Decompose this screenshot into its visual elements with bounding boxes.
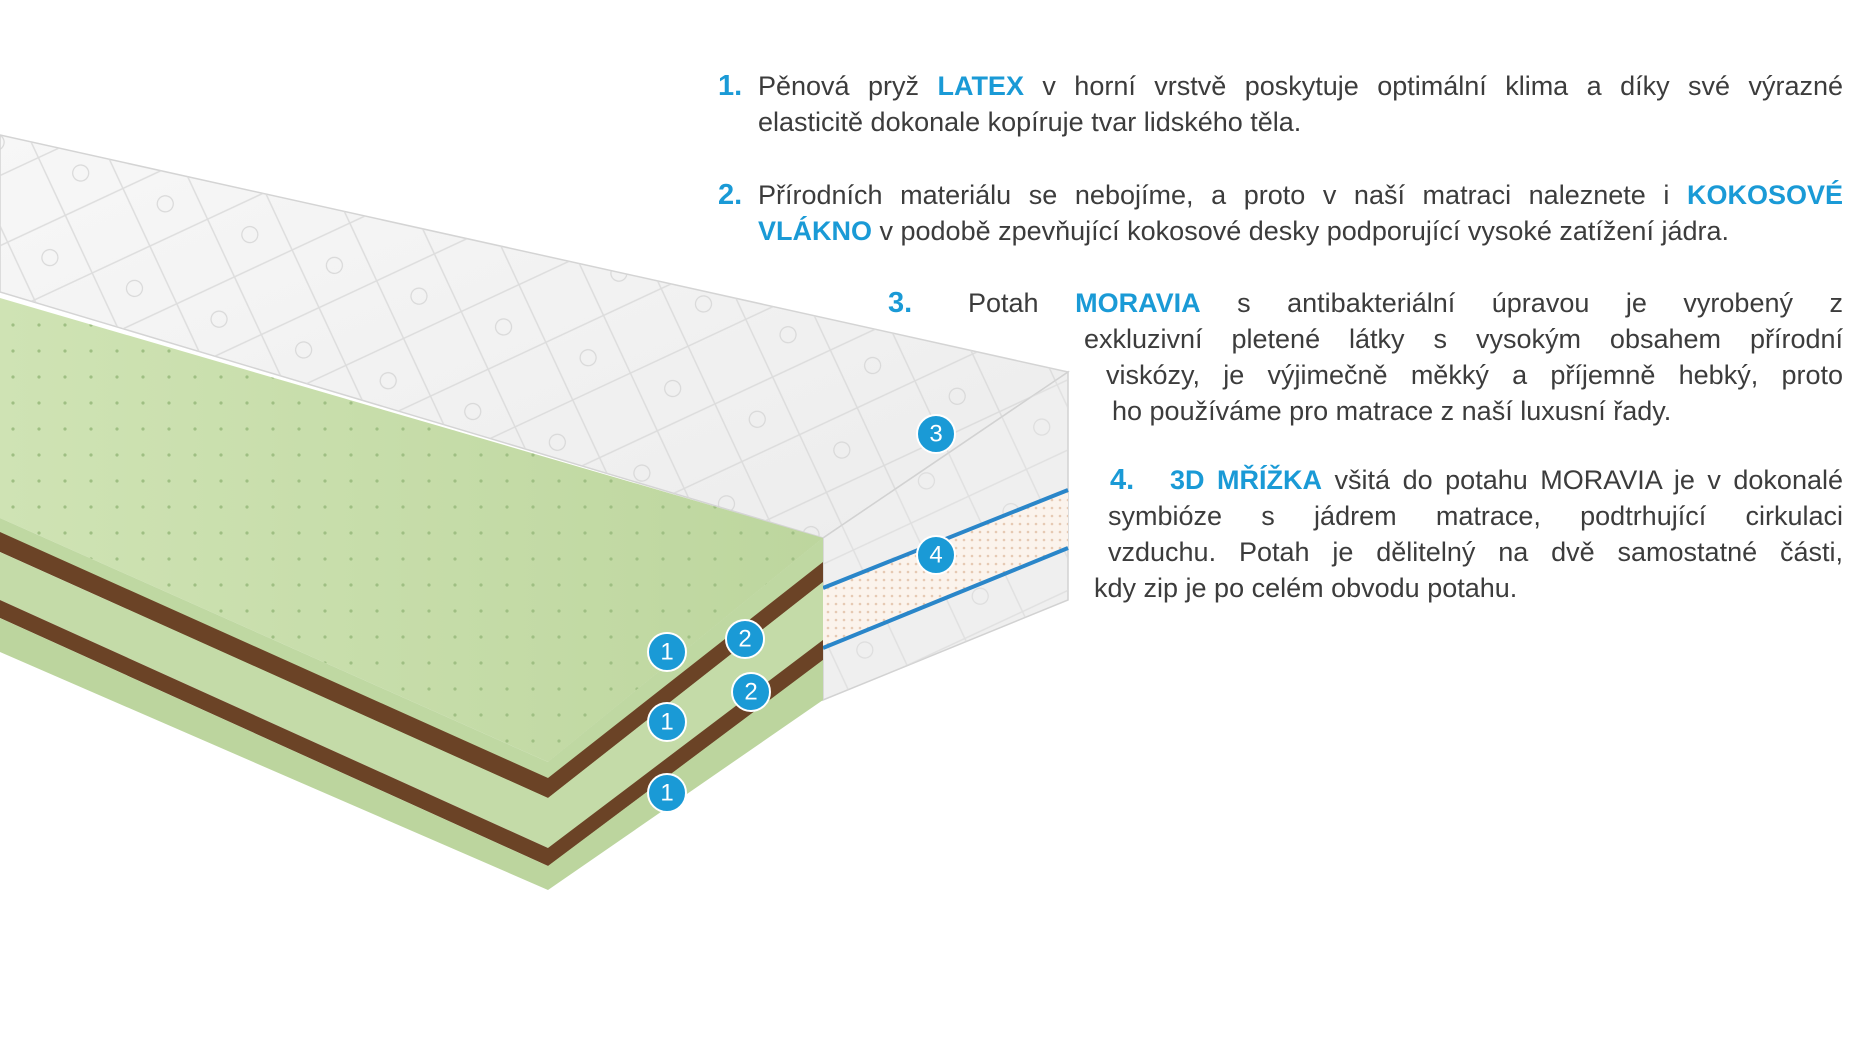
description-1: 1. Pěnová pryž LATEX v horní vrstvě posk…: [718, 68, 1843, 140]
text-segment: exkluzivní pletené látky s vysokým obsah…: [1084, 324, 1843, 354]
description-3: 3. Potah MORAVIA s antibakteriální úprav…: [888, 285, 1843, 429]
description-number: 2.: [718, 179, 743, 211]
description-line: Potah MORAVIA s antibakteriální úpravou …: [968, 285, 1843, 321]
badge-1-latex-top: 1: [647, 632, 687, 672]
text-segment: kdy zip je po celém obvodu potahu.: [1094, 573, 1518, 603]
description-4: 4. 3D MŘÍŽKA všitá do potahu MORAVIA je …: [1094, 462, 1843, 606]
badge-label: 2: [738, 626, 751, 653]
description-line: symbióze s jádrem matrace, podtrhující c…: [1108, 498, 1843, 534]
description-line: elasticitě dokonale kopíruje tvar lidské…: [758, 104, 1843, 140]
text-segment: Přírodních materiálu se nebojíme, a prot…: [758, 180, 1687, 210]
description-2: 2. Přírodních materiálu se nebojíme, a p…: [718, 177, 1843, 249]
badge-1-latex-bottom: 1: [647, 773, 687, 813]
description-line: vzduchu. Potah je dělitelný na dvě samos…: [1108, 534, 1843, 570]
mesh-band-bottom-piping: [822, 546, 1069, 650]
text-segment: všitá do potahu MORAVIA je v dokonalé: [1322, 465, 1843, 495]
badge-label: 4: [929, 542, 942, 569]
badge-4-mesh: 4: [916, 535, 956, 575]
coconut-layer-bottom: [0, 600, 823, 866]
description-number: 1.: [718, 70, 743, 102]
badge-label: 1: [660, 780, 673, 807]
text-segment: vzduchu. Potah je dělitelný na dvě samos…: [1108, 537, 1843, 567]
latex-top-dots: [0, 298, 823, 762]
coconut-layer-top: [0, 532, 823, 798]
cover-quilt-pattern: [0, 135, 1068, 538]
badge-3-cover: 3: [916, 414, 956, 454]
description-line: exkluzivní pletené látky s vysokým obsah…: [1084, 321, 1843, 357]
badge-label: 1: [660, 709, 673, 736]
description-line: viskózy, je výjimečně měkký a příjemně h…: [1106, 357, 1843, 393]
text-segment: Pěnová pryž: [758, 71, 938, 101]
description-line: kdy zip je po celém obvodu potahu.: [1094, 570, 1843, 606]
description-line: VLÁKNO v podobě zpevňující kokosové desk…: [758, 213, 1843, 249]
text-segment: v horní vrstvě poskytuje optimální klima…: [1023, 71, 1844, 101]
highlight-vlakno: VLÁKNO: [758, 216, 872, 246]
description-line: 3D MŘÍŽKA všitá do potahu MORAVIA je v d…: [1170, 462, 1843, 498]
text-segment: symbióze s jádrem matrace, podtrhující c…: [1108, 501, 1843, 531]
highlight-kokosove: KOKOSOVÉ: [1686, 180, 1843, 210]
highlight-3d-mrizka: 3D MŘÍŽKA: [1170, 465, 1323, 495]
mattress-illustration: 1 2 1 2 1 3 4: [0, 134, 1070, 890]
text-segment: ho používáme pro matrace z naší luxusní …: [1112, 396, 1672, 426]
highlight-latex: LATEX: [937, 71, 1024, 101]
description-line: Přírodních materiálu se nebojíme, a prot…: [758, 177, 1843, 213]
text-segment: viskózy, je výjimečně měkký a příjemně h…: [1106, 360, 1843, 390]
latex-layer-middle: [0, 552, 823, 848]
latex-layer-bottom: [0, 618, 823, 890]
description-line: ho používáme pro matrace z naší luxusní …: [1112, 393, 1843, 429]
badge-label: 2: [744, 679, 757, 706]
text-segment: elasticitě dokonale kopíruje tvar lidské…: [758, 107, 1302, 137]
description-number: 3.: [888, 287, 913, 319]
description-number: 4.: [1110, 464, 1135, 496]
text-segment: v podobě zpevňující kokosové desky podpo…: [872, 216, 1730, 246]
badge-label: 3: [929, 421, 942, 448]
text-segment: Potah: [968, 288, 1076, 318]
badge-1-latex-middle: 1: [647, 702, 687, 742]
description-line: Pěnová pryž LATEX v horní vrstvě poskytu…: [758, 68, 1843, 104]
highlight-moravia: MORAVIA: [1075, 288, 1201, 318]
text-segment: s antibakteriální úpravou je vyrobený z: [1200, 288, 1843, 318]
badge-label: 1: [660, 639, 673, 666]
badge-2-coconut-top: 2: [725, 619, 765, 659]
badge-2-coconut-bottom: 2: [731, 672, 771, 712]
